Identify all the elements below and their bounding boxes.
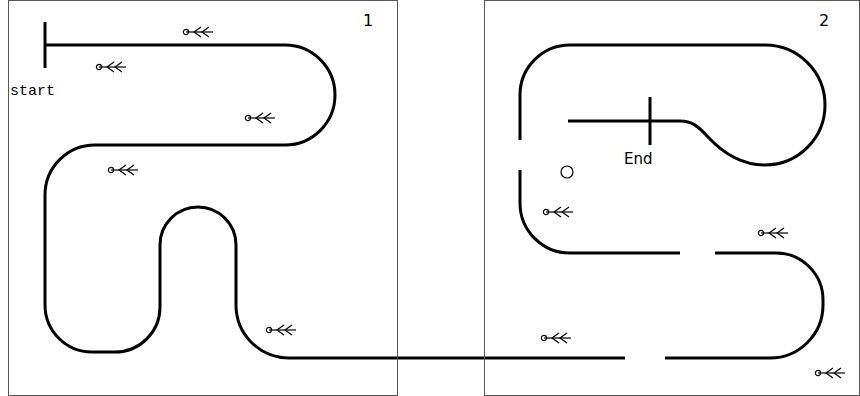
- track-label: End: [624, 152, 653, 167]
- panel-frame: 1: [8, 0, 398, 396]
- track-line: [45, 22, 825, 358]
- panel-number: 1: [363, 13, 373, 29]
- track-label: start: [10, 84, 55, 99]
- panel-frame: 2: [484, 0, 860, 396]
- panel-number: 2: [819, 13, 829, 29]
- marker-circle: [561, 166, 573, 178]
